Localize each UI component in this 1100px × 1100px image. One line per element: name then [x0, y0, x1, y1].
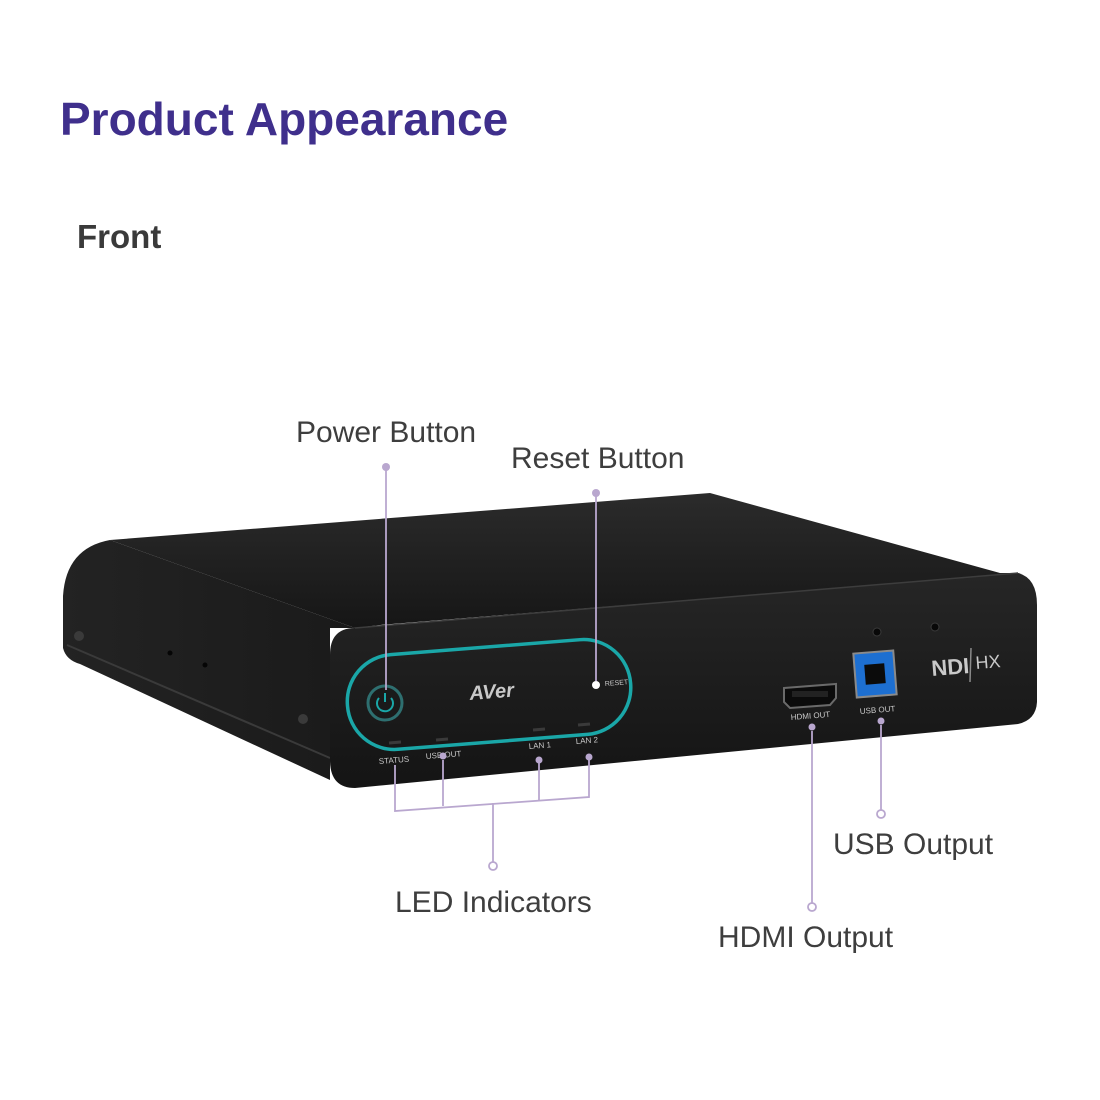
reset-button[interactable]: [592, 681, 600, 689]
brand-logo: AVer: [468, 679, 516, 705]
device-top: [110, 493, 1022, 628]
hdmi-port[interactable]: [783, 682, 837, 710]
callout-hdmi-output: HDMI Output: [718, 921, 894, 954]
usb-port[interactable]: [852, 649, 898, 699]
leader-lines: [385, 469, 882, 903]
reset-label: RESET: [605, 679, 630, 688]
page-title: Product Appearance: [60, 93, 509, 145]
usb-port-label: USB OUT: [859, 704, 895, 716]
hx-logo: HX: [975, 651, 1002, 673]
device-left-side: [63, 540, 355, 780]
screw-icon: [298, 714, 308, 724]
device-front: [330, 573, 1037, 788]
led-label-status: STATUS: [378, 755, 409, 766]
power-icon: [376, 693, 394, 713]
control-panel-ring: [345, 637, 633, 752]
screw-icon: [74, 631, 84, 641]
callout-power-button: Power Button: [296, 416, 477, 449]
led-label-lan1: LAN 1: [528, 740, 551, 751]
leader-dots: [382, 463, 886, 912]
callout-usb-output: USB Output: [833, 828, 994, 861]
callout-reset-button: Reset Button: [511, 442, 685, 475]
power-button[interactable]: [366, 684, 404, 722]
ndi-logo: NDI: [930, 653, 970, 681]
callout-led-indicators: LED Indicators: [395, 886, 592, 919]
section-title: Front: [77, 218, 162, 255]
hdmi-port-label: HDMI OUT: [790, 710, 830, 722]
led-slits: [388, 722, 591, 745]
led-label-lan2: LAN 2: [575, 735, 598, 746]
